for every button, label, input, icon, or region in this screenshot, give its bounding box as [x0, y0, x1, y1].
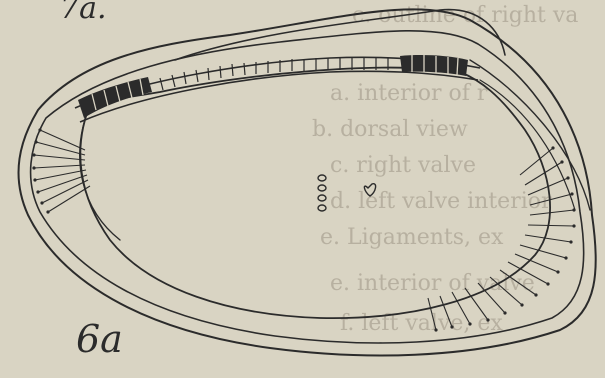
background-text-line: e. Ligaments, ex — [320, 225, 504, 250]
background-text-line: e. interior of valve — [330, 271, 535, 296]
top-figure-label: 7a. — [60, 0, 107, 26]
background-text-line: a. interior of r — [330, 81, 488, 106]
background-text-line: c. right valve — [330, 153, 476, 178]
background-text-line: f. left valve, ex — [340, 311, 503, 336]
figure-label: 6a — [76, 317, 123, 361]
background-text-line: b. dorsal view — [312, 117, 468, 142]
background-text-line: c. outline of right va — [352, 3, 578, 28]
background-text-line: d. left valve interior — [330, 189, 552, 214]
